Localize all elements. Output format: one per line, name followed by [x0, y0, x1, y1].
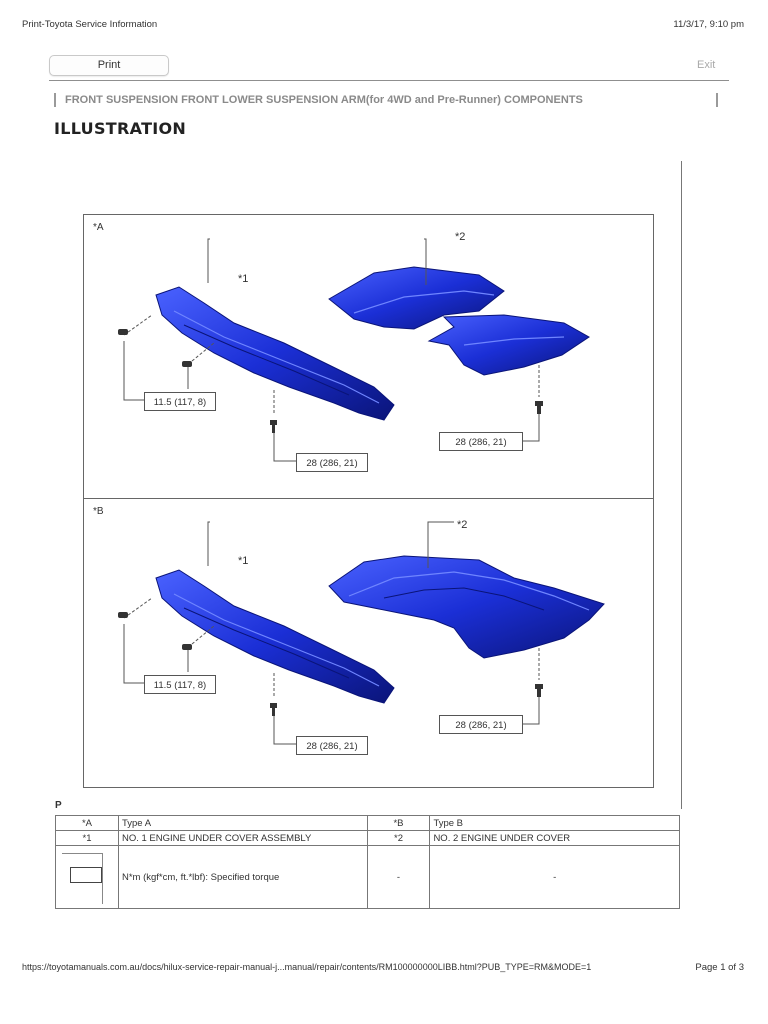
legend-value: NO. 1 ENGINE UNDER COVER ASSEMBLY: [117, 830, 368, 846]
panel-b-torque-right: 28 (286, 21): [439, 715, 523, 734]
print-button[interactable]: Print: [49, 55, 169, 76]
header-divider: [49, 80, 729, 81]
exit-link[interactable]: Exit: [697, 59, 716, 71]
panel-a-no1-cover-shape: [155, 286, 395, 421]
table-row: N*m (kgf*cm, ft.*lbf): Specified torque …: [55, 845, 680, 909]
bolt-icon: [118, 612, 128, 618]
legend-key: *2: [366, 830, 431, 846]
torque-box-icon: [70, 867, 102, 883]
panel-a-callout2-leader: [424, 238, 427, 285]
footer-page-number: Page 1 of 3: [695, 962, 744, 973]
breadcrumb: FRONT SUSPENSION FRONT LOWER SUSPENSION …: [54, 93, 718, 107]
bolt-icon: [182, 361, 192, 367]
legend-icon-cell: [55, 845, 119, 909]
legend-key: -: [366, 845, 431, 909]
table-row: *A Type A *B Type B: [55, 815, 680, 831]
legend-key: *1: [55, 830, 119, 846]
illustration-frame: *A *1 *2 11.5 (117, 8) 28 (286, 21) 28 (…: [83, 214, 654, 788]
illustration-divider: [84, 498, 653, 499]
legend-value: Type A: [117, 815, 368, 831]
page-title: ILLUSTRATION: [54, 119, 187, 138]
illustration-artwork: [118, 238, 605, 745]
legend-key: *A: [55, 815, 119, 831]
panel-a-callout-2: *2: [455, 231, 466, 243]
panel-b-no1-cover-shape: [155, 569, 395, 704]
panel-a-torque-left: 11.5 (117, 8): [144, 392, 216, 411]
print-datetime: 11/3/17, 9:10 pm: [673, 19, 744, 30]
legend-value: Type B: [429, 815, 680, 831]
panel-b-torque-mid: 28 (286, 21): [296, 736, 368, 755]
panel-a-callout-1: *1: [238, 273, 249, 285]
panel-b-callout-1: *1: [238, 555, 249, 567]
panel-a-artwork: [118, 238, 590, 462]
panel-a-torque-mid: 28 (286, 21): [296, 453, 368, 472]
panel-a-callout1-leader: [207, 238, 210, 283]
legend-value: NO. 2 ENGINE UNDER COVER: [429, 830, 680, 846]
panel-a-torque-right: 28 (286, 21): [439, 432, 523, 451]
legend-table: *A Type A *B Type B *1 NO. 1 ENGINE UNDE…: [55, 815, 680, 909]
browser-print-title: Print-Toyota Service Information: [22, 19, 158, 30]
panel-b-label: *B: [93, 506, 104, 517]
content-vertical-rule: [681, 161, 682, 809]
bolt-icon: [118, 329, 128, 335]
panel-b-callout-2: *2: [457, 519, 468, 531]
legend-key: *B: [366, 815, 431, 831]
panel-b-torque-left: 11.5 (117, 8): [144, 675, 216, 694]
bolt-icon: [182, 644, 192, 650]
legend-section-label: P: [55, 800, 62, 811]
footer-url: https://toyotamanuals.com.au/docs/hilux-…: [22, 962, 592, 972]
table-row: *1 NO. 1 ENGINE UNDER COVER ASSEMBLY *2 …: [55, 830, 680, 846]
panel-a-no2-cover-shape: [328, 266, 505, 330]
bolt-icon: [270, 420, 277, 425]
bolt-icon: [535, 684, 543, 689]
panel-b-no2-cover-shape: [328, 555, 605, 659]
legend-value: -: [429, 845, 680, 909]
panel-a-label: *A: [93, 222, 104, 233]
bolt-icon: [270, 703, 277, 708]
bolt-icon: [535, 401, 543, 406]
panel-b-artwork: [118, 521, 605, 745]
legend-value: N*m (kgf*cm, ft.*lbf): Specified torque: [117, 845, 368, 909]
